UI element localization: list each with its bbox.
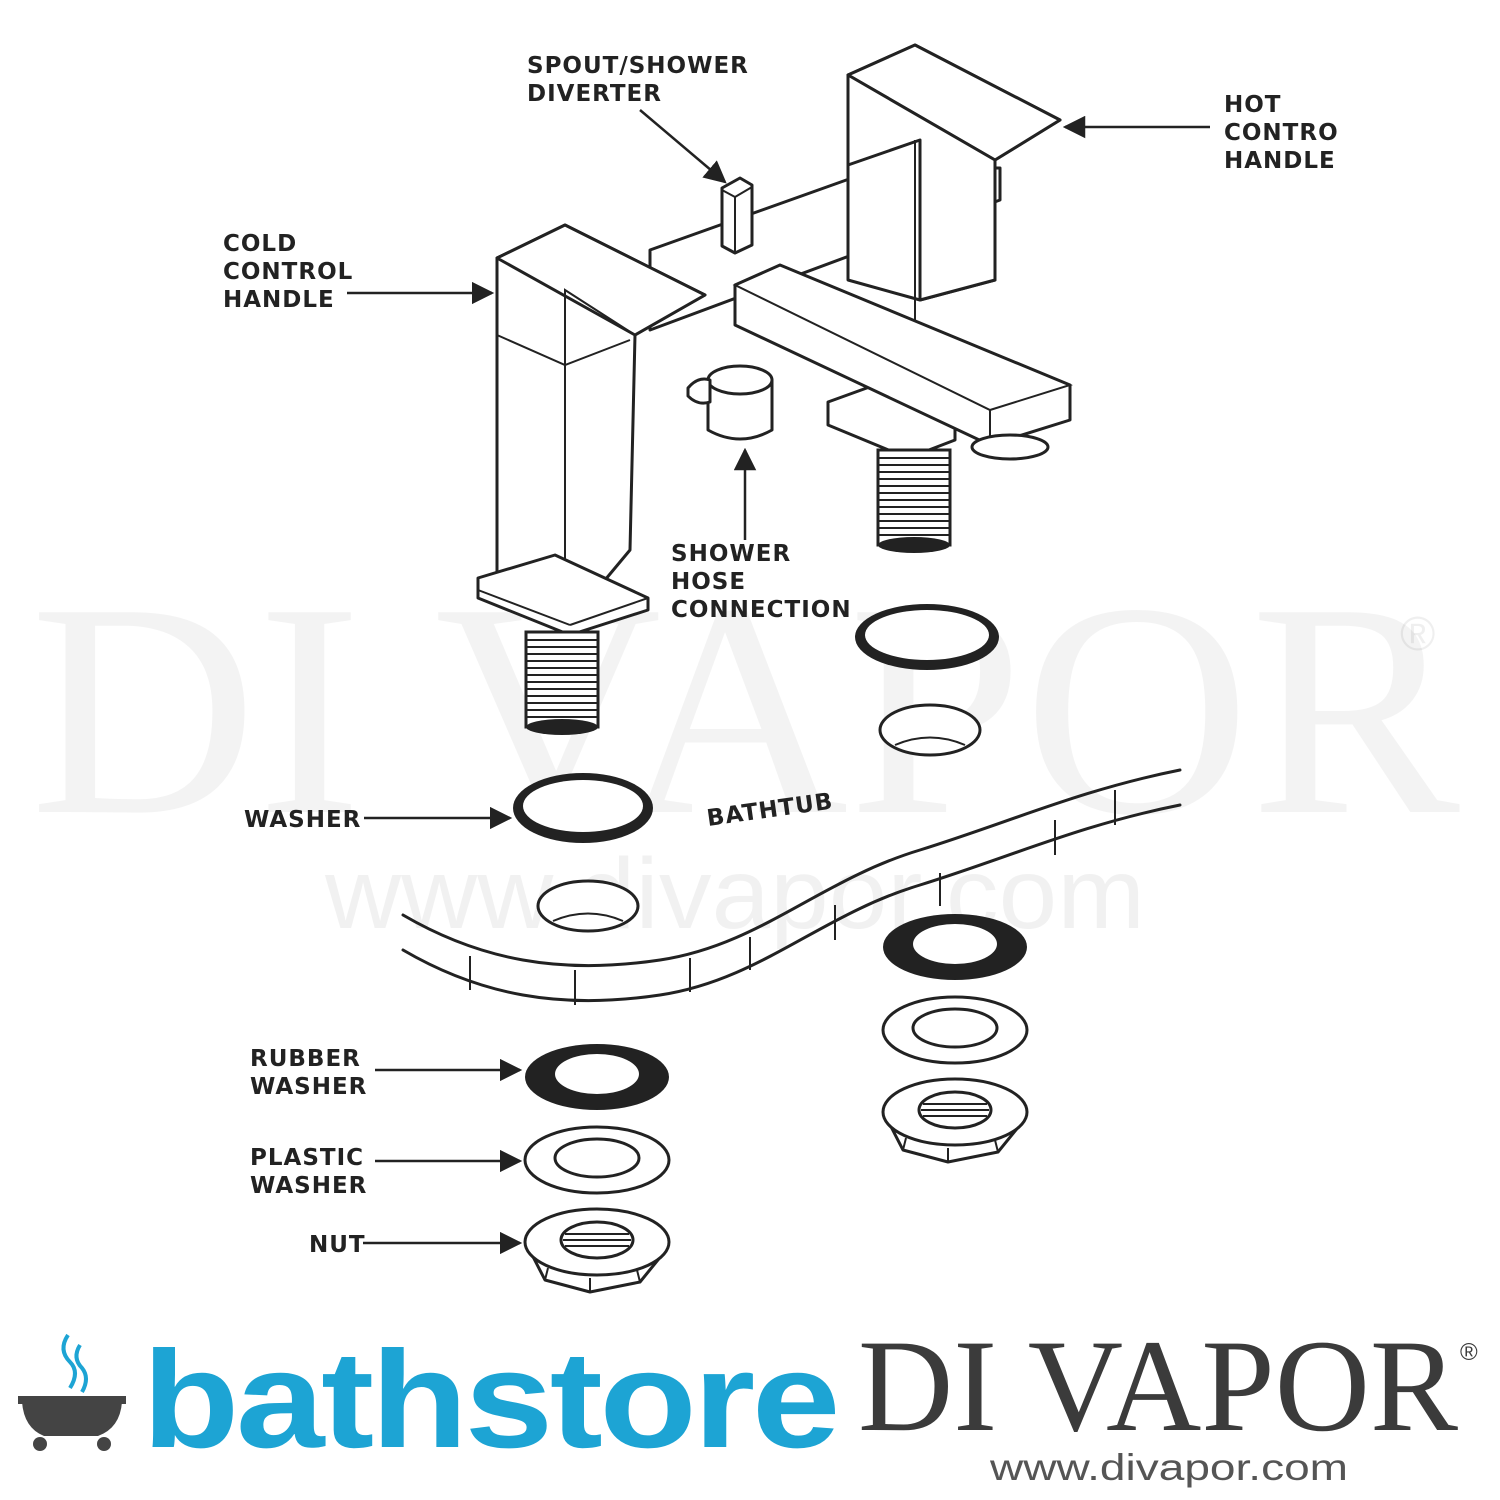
watermark-brand: DI VAPOR (30, 540, 1462, 878)
label-plastic-line2: WASHER (250, 1173, 367, 1199)
leader-arrows (347, 109, 1210, 1255)
watermark-registered: ® (1400, 608, 1435, 661)
plastic-washer-hot (881, 995, 1029, 1065)
nut-cold (523, 1207, 671, 1294)
watermark: DI VAPOR ® www.divapor.com (30, 540, 1462, 950)
label-washer: WASHER (244, 807, 361, 833)
label-plastic-line1: PLASTIC (250, 1145, 364, 1171)
rubber-washer-hot (883, 914, 1027, 980)
arrow-spout (639, 109, 727, 184)
watermark-url: www.divapor.com (324, 838, 1145, 950)
bathstore-wordmark: bathstore (142, 1323, 837, 1477)
label-nut: NUT (309, 1232, 366, 1258)
nut-hot (881, 1077, 1029, 1164)
washer-hot-top (855, 604, 999, 670)
label-cold-line2: CONTROL (223, 259, 353, 285)
bathstore-logo: bathstore (18, 1323, 840, 1477)
divapor-url: www.divapor.com (989, 1447, 1348, 1488)
label-hot-line1: HOT (1224, 92, 1282, 118)
rubber-washer-cold (525, 1044, 669, 1110)
plastic-washer-cold (523, 1125, 671, 1195)
hole-hot (878, 703, 982, 757)
washer-cold-top (513, 773, 653, 843)
label-hot-line2: CONTRO (1224, 120, 1339, 146)
label-shower-line3: CONNECTION (671, 597, 852, 623)
label-rubber-line1: RUBBER (250, 1046, 361, 1072)
label-shower-line1: SHOWER (671, 541, 791, 567)
bath-mixer (476, 43, 1073, 637)
label-cold-line1: COLD (223, 231, 297, 257)
hole-cold (536, 879, 640, 933)
label-shower-line2: HOSE (671, 569, 746, 595)
label-spout-line1: SPOUT/SHOWER (527, 53, 749, 79)
bathtub-icon (18, 1333, 126, 1451)
divapor-logo: DI VAPOR ® www.divapor.com (858, 1312, 1478, 1488)
divapor-wordmark: DI VAPOR (858, 1312, 1458, 1459)
threaded-shank-cold (524, 630, 600, 735)
label-cold-line3: HANDLE (223, 287, 335, 313)
label-spout-line2: DIVERTER (527, 81, 662, 107)
threaded-shank-hot (876, 448, 952, 553)
bathtub-surface (401, 768, 1182, 1005)
divapor-registered: ® (1460, 1339, 1478, 1366)
label-hot-line3: HANDLE (1224, 148, 1336, 174)
label-rubber-line2: WASHER (250, 1074, 367, 1100)
